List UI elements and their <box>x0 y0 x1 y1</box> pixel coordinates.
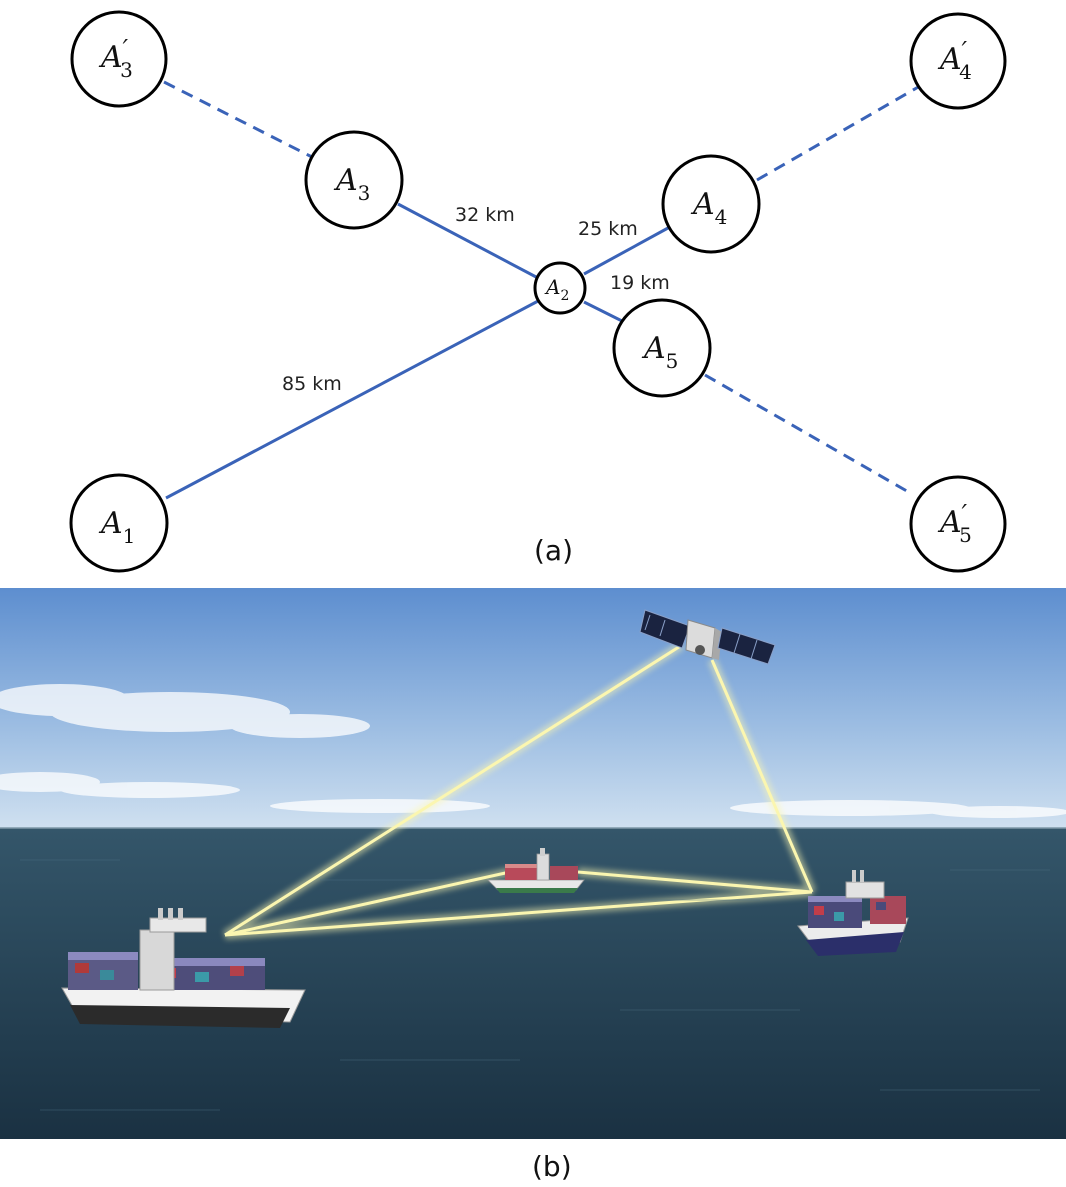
node-a4-sub: 4 <box>715 205 728 229</box>
node-a5prime-base: A <box>937 505 962 540</box>
node-a2-base: A <box>544 275 560 299</box>
edge-a3-a2 <box>397 202 539 280</box>
distance-label-a3-a2: 32 km <box>455 204 515 226</box>
node-a3prime-base: A <box>98 40 123 75</box>
node-a2-sub: 2 <box>560 288 569 304</box>
node-a3: A3 <box>304 130 404 230</box>
svg-text:A3: A3 <box>333 163 370 205</box>
node-a4prime-prime: ′ <box>962 37 968 65</box>
node-a3-sub: 3 <box>358 181 371 205</box>
node-a5prime-prime: ′ <box>962 500 968 528</box>
satellite-icon <box>639 609 776 665</box>
edge-a3-a3prime <box>163 80 313 159</box>
svg-text:A2: A2 <box>544 275 569 304</box>
node-a1-sub: 1 <box>123 524 136 548</box>
cargo-ship-small-icon <box>487 848 585 893</box>
node-a3prime-prime: ′ <box>123 35 129 63</box>
node-a4prime: A′4 <box>909 12 1007 110</box>
svg-text:A′5: A′5 <box>937 500 972 547</box>
edge-a5-a2 <box>583 300 625 324</box>
node-a3prime-sub: 3 <box>120 58 133 82</box>
edge-a4-a4prime <box>756 84 921 182</box>
node-a4prime-sub: 4 <box>959 60 972 84</box>
node-a3-base: A <box>333 163 358 198</box>
communication-beams <box>222 641 817 940</box>
beam-ship1-ship2 <box>224 870 511 937</box>
node-a2: A2 <box>533 261 587 315</box>
beam-ship1-ship3 <box>224 890 813 937</box>
distance-label-a5-a2: 19 km <box>610 272 670 294</box>
cargo-ship-medium-icon <box>797 870 909 956</box>
node-a4: A4 <box>661 154 761 254</box>
svg-text:A′4: A′4 <box>937 37 972 84</box>
node-a1-base: A <box>98 506 123 541</box>
cargo-ship-large-icon <box>61 908 306 1028</box>
node-a3prime: A′3 <box>70 10 168 108</box>
node-a5-base: A <box>641 331 666 366</box>
distance-label-a4-a2: 25 km <box>578 218 638 240</box>
panel-b: (b) <box>0 588 1066 1183</box>
node-a5prime-sub: 5 <box>959 523 972 547</box>
edge-a1-a2 <box>165 298 541 500</box>
svg-text:A5: A5 <box>641 331 678 373</box>
sea-texture <box>20 859 1050 1111</box>
node-a5prime: A′5 <box>909 475 1007 573</box>
svg-text:A′3: A′3 <box>98 35 133 82</box>
node-a5: A5 <box>612 298 712 398</box>
node-a5-sub: 5 <box>666 349 679 373</box>
panel-b-label: (b) <box>532 1150 572 1183</box>
node-a4-base: A <box>690 187 715 222</box>
edge-a5-a5prime <box>704 373 913 496</box>
edge-a4-a2 <box>583 226 669 276</box>
node-a4prime-base: A <box>937 42 962 77</box>
panel-a: 85 km 32 km 25 km 19 km A′3 A′4 A3 A4 <box>69 10 1007 573</box>
node-a1: A1 <box>69 473 169 573</box>
beam-ship2-ship3 <box>577 870 813 894</box>
beam-satellite-ship3 <box>710 659 814 893</box>
panel-a-label: (a) <box>534 534 573 567</box>
beam-ship1-satellite <box>224 643 683 937</box>
svg-text:A4: A4 <box>690 187 727 229</box>
svg-text:A1: A1 <box>98 506 135 548</box>
distance-label-a1-a2: 85 km <box>282 373 342 395</box>
